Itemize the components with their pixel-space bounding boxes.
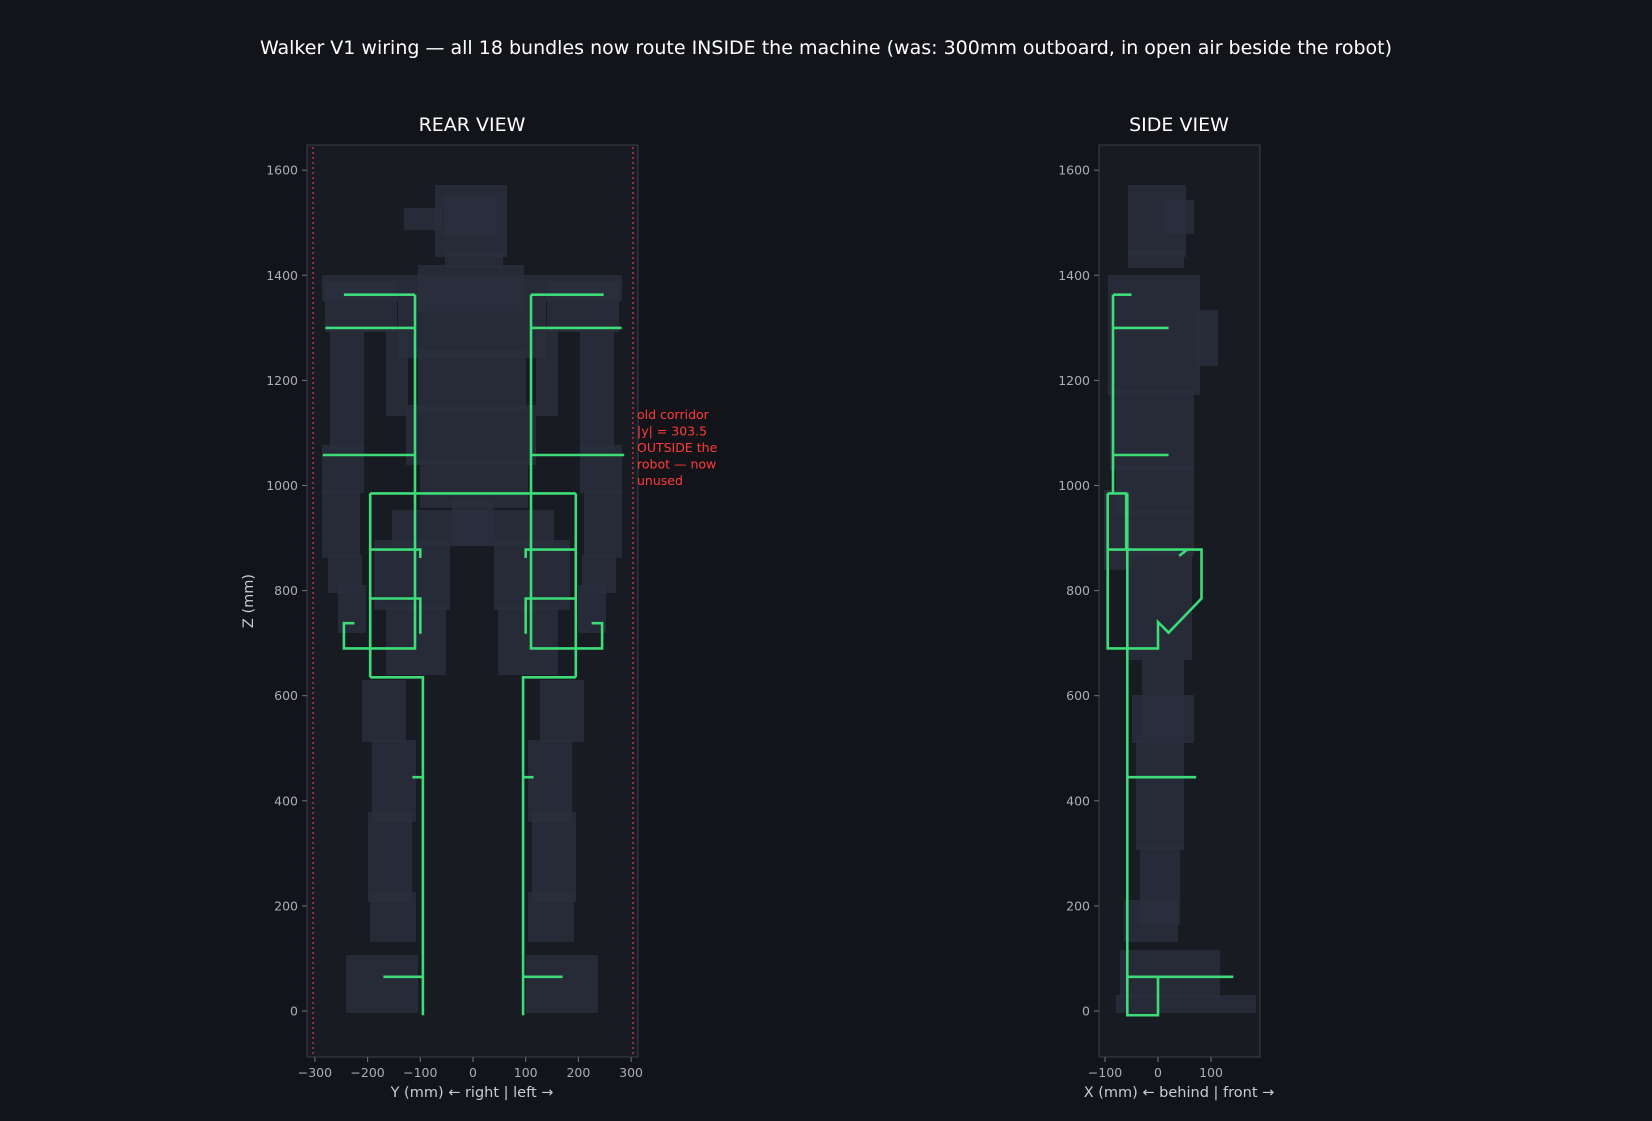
side-y-tick-label: 800 — [1066, 583, 1090, 598]
rear-view-panel: REAR VIEW — [241, 114, 718, 1101]
rear-x-tick-label: 100 — [514, 1065, 538, 1080]
rear-x-axis: −300 −200 −100 0 100 200 300 — [298, 1057, 643, 1080]
rear-y-tick-label: 800 — [274, 583, 298, 598]
side-y-tick-label: 1400 — [1058, 268, 1090, 283]
rear-wire-bundles — [322, 293, 625, 1016]
rear-x-tick-label: 300 — [619, 1065, 643, 1080]
side-y-tick-label: 400 — [1066, 793, 1090, 808]
rear-y-tick-label: 200 — [274, 898, 298, 913]
rear-wire-12 — [370, 548, 422, 558]
rear-wire-13 — [524, 548, 576, 558]
old-corridor-note-line: unused — [637, 473, 683, 488]
rear-y-tick-label: 600 — [274, 688, 298, 703]
rear-x-tick-label: 0 — [469, 1065, 477, 1080]
rear-x-tick-label: −200 — [350, 1065, 384, 1080]
rear-wire-18 — [370, 675, 425, 1016]
rear-y-tick-label: 1400 — [266, 268, 298, 283]
figure-title: Walker V1 wiring — all 18 bundles now ro… — [260, 37, 1392, 59]
rear-y-tick-label: 0 — [290, 1004, 298, 1019]
side-wire-6 — [1106, 493, 1203, 650]
rear-wire-19 — [521, 675, 576, 1016]
side-y-tick-label: 1000 — [1058, 478, 1090, 493]
side-y-tick-label: 0 — [1082, 1004, 1090, 1019]
side-x-tick-label: −100 — [1088, 1065, 1122, 1080]
rear-y-tick-label: 1200 — [266, 373, 298, 388]
rear-y-axis: 0 200 400 600 800 1000 1200 1400 1600 — [266, 163, 307, 1019]
side-y-tick-label: 600 — [1066, 688, 1090, 703]
rear-y-axis-label: Z (mm) — [241, 574, 257, 628]
side-wire-8 — [1126, 493, 1160, 1017]
rear-wire-15 — [524, 597, 576, 634]
side-robot-silhouette — [1104, 185, 1256, 1013]
side-view-title: SIDE VIEW — [1129, 114, 1229, 136]
rear-x-tick-label: −100 — [403, 1065, 437, 1080]
side-x-tick-label: 100 — [1199, 1065, 1223, 1080]
side-wire-7 — [1178, 548, 1189, 557]
rear-y-tick-label: 1000 — [266, 478, 298, 493]
rear-y-tick-label: 400 — [274, 793, 298, 808]
side-y-tick-label: 1200 — [1058, 373, 1090, 388]
rear-x-tick-label: −300 — [298, 1065, 332, 1080]
side-view-panel: SIDE VIEW −100 0 100 0 200 400 600 800 1000 1200… — [1058, 114, 1274, 1101]
rear-x-axis-label: Y (mm) ← right | left → — [390, 1085, 554, 1101]
rear-y-tick-label: 1600 — [266, 163, 298, 178]
rear-wire-14 — [370, 597, 422, 634]
rear-x-tick-label: 200 — [566, 1065, 590, 1080]
side-wire-bundles — [1106, 293, 1234, 1017]
rear-robot-silhouette — [322, 185, 622, 1013]
side-y-tick-label: 200 — [1066, 898, 1090, 913]
side-y-axis: 0 200 400 600 800 1000 1200 1400 1600 — [1058, 163, 1099, 1019]
old-corridor-note-line: OUTSIDE the — [637, 440, 718, 455]
side-x-axis-label: X (mm) ← behind | front → — [1084, 1085, 1275, 1101]
rear-wire-17 — [529, 493, 604, 650]
old-corridor-lines — [312, 147, 634, 1055]
rear-wire-16 — [342, 493, 417, 650]
rear-view-title: REAR VIEW — [419, 114, 526, 136]
side-x-axis: −100 0 100 — [1088, 1057, 1223, 1080]
old-corridor-note-line: |y| = 303.5 — [637, 424, 707, 439]
side-y-tick-label: 1600 — [1058, 163, 1090, 178]
old-corridor-note-line: old corridor — [637, 407, 710, 422]
side-x-tick-label: 0 — [1154, 1065, 1162, 1080]
old-corridor-note-line: robot — now — [637, 457, 716, 472]
